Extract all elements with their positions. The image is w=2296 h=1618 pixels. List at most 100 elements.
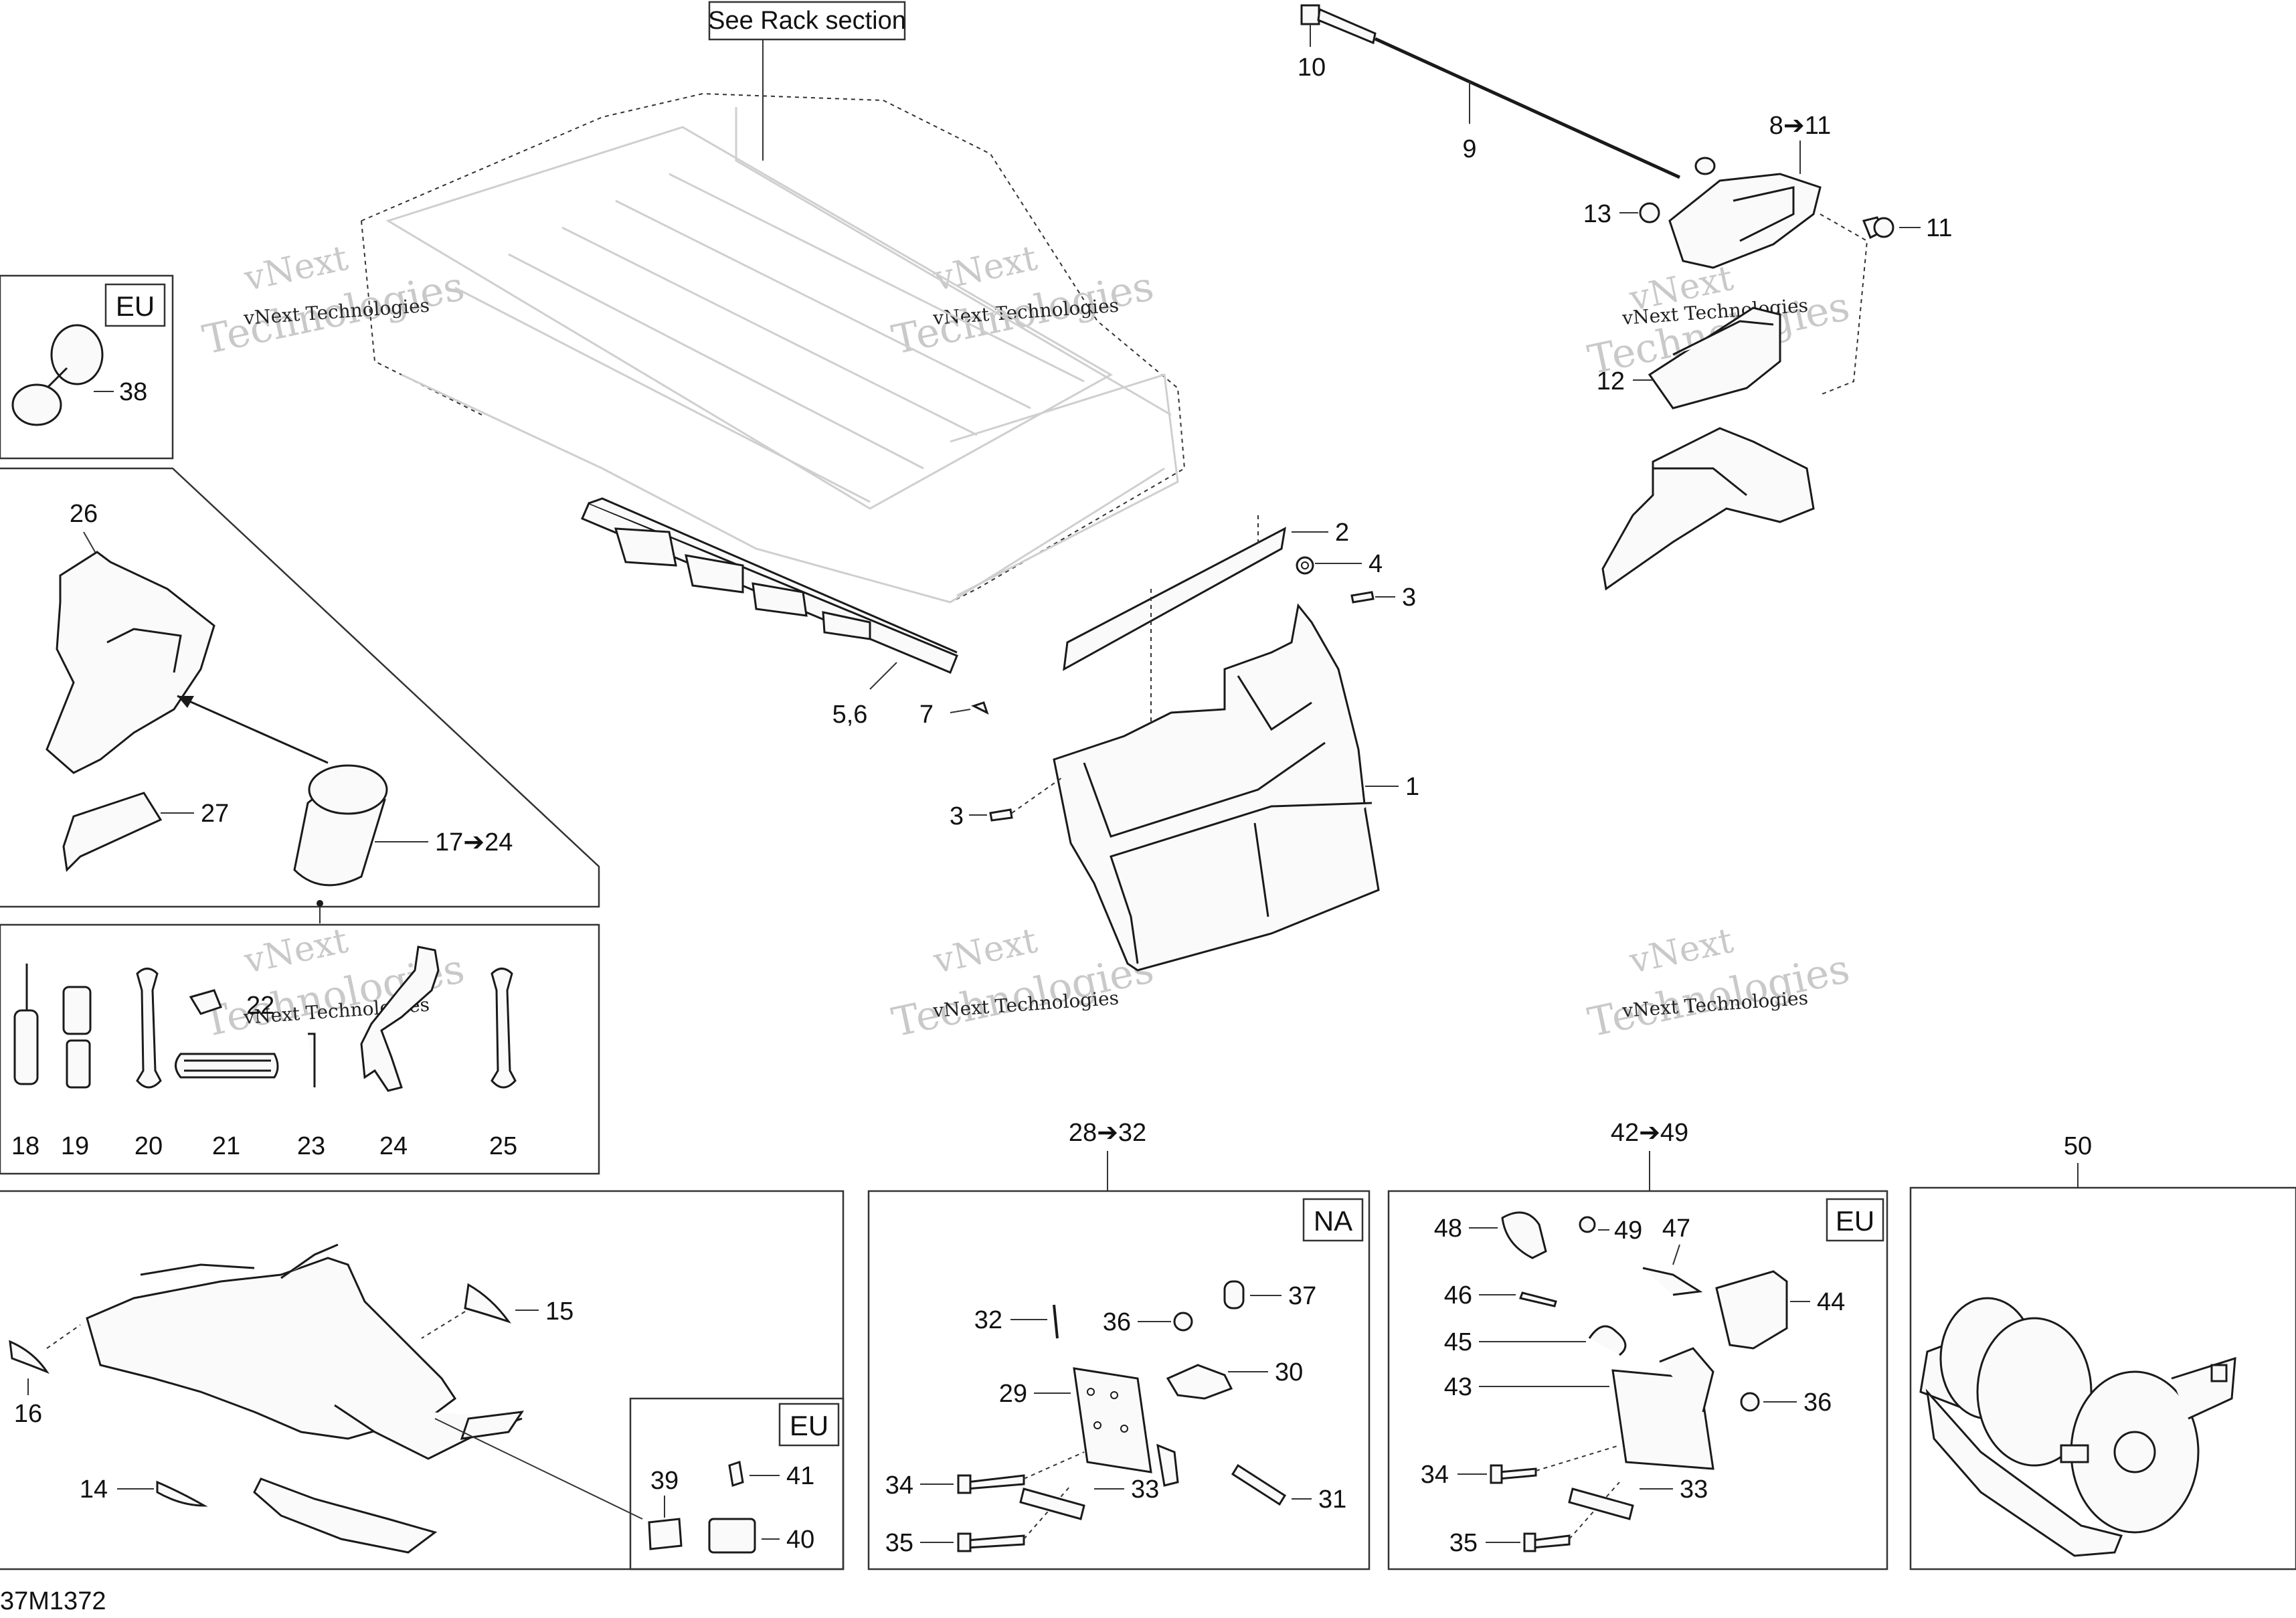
screwdriver-handle xyxy=(13,1009,39,1085)
bolt-34b-head xyxy=(1490,1464,1503,1484)
hitch-kit-eu-section: 42➔49 EU 48 49 47 44 46 45 43 36 34 xyxy=(1387,1119,1888,1570)
tools-box xyxy=(0,923,600,1175)
dash-34b xyxy=(1535,1445,1620,1471)
callout-39: 39 xyxy=(650,1467,679,1495)
eu-kit-badge xyxy=(1826,1198,1884,1242)
bolt-35b xyxy=(1531,1534,1571,1549)
tube-dot xyxy=(317,900,323,907)
hole xyxy=(1093,1421,1101,1429)
sled-handlebar xyxy=(280,1243,339,1279)
na-kit-box xyxy=(867,1190,1371,1570)
tool-box-outline xyxy=(0,467,600,908)
decal-15 xyxy=(464,1283,511,1324)
eu-kit-box xyxy=(1387,1190,1888,1570)
plate-29 xyxy=(1073,1367,1152,1473)
eu-plate-box xyxy=(629,1397,845,1570)
bolt-34 xyxy=(966,1474,1025,1490)
callout-56: 5,6 xyxy=(832,701,868,729)
screw-41 xyxy=(728,1461,744,1487)
bracket-30 xyxy=(1166,1364,1233,1400)
clip-47 xyxy=(1642,1267,1703,1296)
callout-35b: 35 xyxy=(1449,1529,1478,1557)
callout-13: 13 xyxy=(1583,200,1611,228)
holder-40 xyxy=(708,1518,756,1554)
reflector-1 xyxy=(614,527,677,567)
wrench-20 xyxy=(136,968,162,1089)
callout-35a: 35 xyxy=(885,1529,913,1557)
bulb-11-glass xyxy=(1873,217,1894,238)
screw-3 xyxy=(1350,591,1375,604)
plate-39 xyxy=(648,1518,683,1550)
cord-21-loops xyxy=(184,1059,271,1072)
rack-slat xyxy=(669,173,1085,383)
callout-18: 18 xyxy=(11,1132,39,1160)
dash-lens xyxy=(1820,213,1868,395)
mirror-box xyxy=(0,274,174,460)
callout-23: 23 xyxy=(297,1132,325,1160)
winch-bolt xyxy=(2210,1364,2228,1382)
rack-slat xyxy=(615,199,1031,410)
na-label: NA xyxy=(1314,1205,1352,1237)
tool-bag-flap xyxy=(106,628,182,673)
callout-11: 11 xyxy=(1926,214,1952,242)
side-reflector-panel: 5,6 7 xyxy=(581,497,989,729)
bushing-37 xyxy=(1223,1280,1245,1310)
strap-27 xyxy=(62,792,163,873)
bracket-tab xyxy=(1156,1443,1179,1487)
bolt-35-head xyxy=(957,1532,972,1552)
callout-26: 26 xyxy=(70,500,98,528)
rack-end xyxy=(950,373,1179,597)
hitch-kit-na-section: 28➔32 NA 32 36 37 29 30 31 34 xyxy=(867,1119,1371,1570)
callout-50: 50 xyxy=(2064,1132,2092,1160)
callout-34b: 34 xyxy=(1421,1461,1449,1489)
eu-plate-badge xyxy=(778,1403,840,1447)
callout-47: 47 xyxy=(1662,1215,1690,1243)
callout-29: 29 xyxy=(999,1380,1027,1408)
plate-43-hook xyxy=(1659,1347,1714,1413)
callout-44: 44 xyxy=(1817,1288,1845,1316)
socket-top xyxy=(62,986,92,1035)
connector-10 xyxy=(1300,4,1320,25)
callout-33a: 33 xyxy=(1131,1475,1159,1504)
cord-21 xyxy=(175,1053,279,1079)
reflector-33 xyxy=(1019,1488,1085,1520)
callout-31: 31 xyxy=(1318,1486,1346,1514)
rack-frame-lower xyxy=(401,373,1165,604)
sled-body xyxy=(86,1257,457,1440)
bolt-31 xyxy=(1231,1463,1287,1506)
eu-plate-label: EU xyxy=(790,1410,828,1441)
callout-21: 21 xyxy=(212,1132,240,1160)
callout-48: 48 xyxy=(1434,1215,1462,1243)
tool-kit-section: 26 27 17➔24 18 19 20 22 21 xyxy=(0,467,600,1175)
sled-box xyxy=(0,1190,845,1570)
callout-12: 12 xyxy=(1597,367,1625,395)
pin-46 xyxy=(1518,1291,1557,1308)
tool-bag-26 xyxy=(46,551,215,774)
callout-15: 15 xyxy=(545,1297,573,1326)
socket-bottom xyxy=(66,1039,91,1089)
arrow-tube-to-bag xyxy=(177,695,329,764)
dash-34 xyxy=(1023,1451,1085,1479)
nut-36 xyxy=(1173,1312,1193,1332)
nut-36b xyxy=(1740,1392,1760,1412)
hex-key-23 xyxy=(308,1032,316,1087)
callout-20: 20 xyxy=(135,1132,163,1160)
housing-12 xyxy=(1648,306,1781,410)
dash-16 xyxy=(46,1324,81,1349)
mirror-stem xyxy=(46,367,68,389)
washer-4-hole xyxy=(1301,561,1309,569)
bolt-35b-head xyxy=(1523,1532,1536,1552)
winch-section: 50 xyxy=(1909,1132,2296,1570)
clip-22 xyxy=(189,989,222,1015)
see-rack-box[interactable] xyxy=(708,1,906,41)
callout-16: 16 xyxy=(14,1400,42,1428)
reflector-2 xyxy=(685,554,744,594)
leader-47 xyxy=(1672,1244,1680,1265)
housing-12-detail xyxy=(1672,320,1774,356)
hole xyxy=(1120,1425,1128,1433)
winch-fairlead xyxy=(2060,1444,2089,1463)
flap-crease xyxy=(1083,741,1326,838)
winch-hub xyxy=(2113,1431,2156,1473)
bracket-44 xyxy=(1715,1270,1788,1350)
